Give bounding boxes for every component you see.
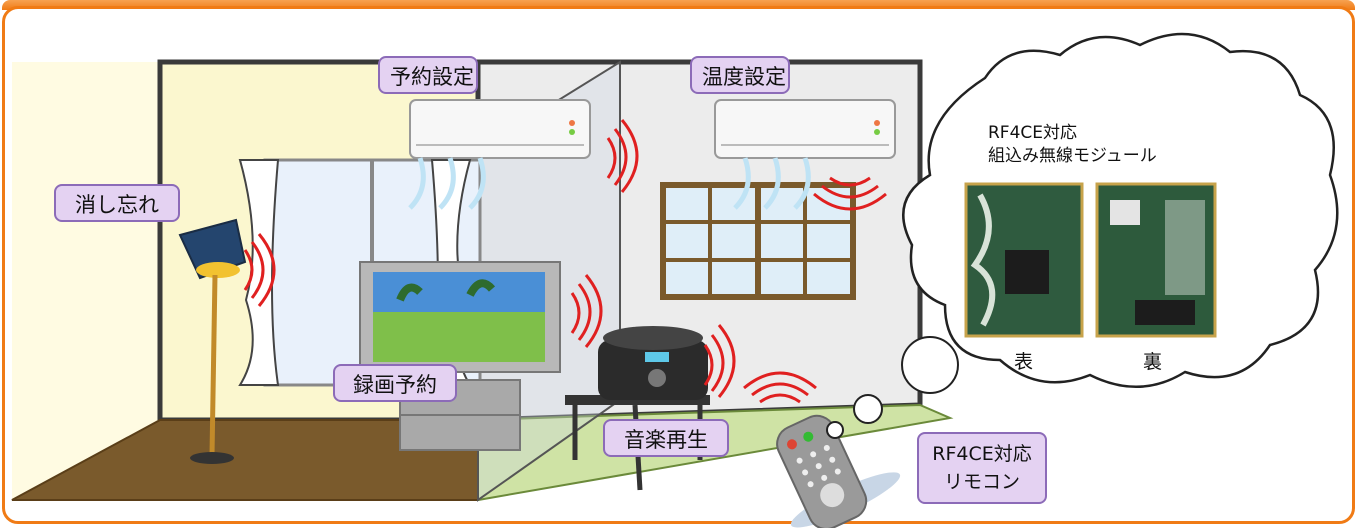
air-conditioner-icon [408,99,591,210]
module-title-line1: RF4CE対応 [988,123,1078,143]
module-board-icon [964,182,1084,338]
stereo-icon [565,326,710,491]
back-label: 裏 [1143,351,1163,373]
remote-label-line1: RF4CE対応 [932,443,1032,465]
module-title: RF4CE対応 組込み無線モジュール [988,122,1157,168]
signal-wave-icon [243,119,887,404]
callout-music-playback: 音楽再生 [603,419,729,457]
callout-rf4ce-remote: RF4CE対応 リモコン [917,432,1047,504]
air-conditioner-icon [714,99,896,210]
callout-reservation-setting: 予約設定 [378,56,478,94]
module-board-icon [1095,182,1217,338]
callout-forgot-to-turn-off: 消し忘れ [54,184,180,222]
callout-temperature-setting: 温度設定 [690,56,790,94]
front-label: 表 [1014,351,1034,373]
tv-icon [359,261,561,451]
window-icon [660,182,856,300]
callout-recording-reservation: 録画予約 [333,364,457,402]
frame-top-strip [2,0,1355,10]
remote-label-line2: リモコン [943,471,1020,493]
remote-control-icon [776,414,901,528]
floor-lamp-icon [178,218,247,464]
module-title-line2: 組込み無線モジュール [988,146,1157,166]
wood-floor [12,420,478,500]
